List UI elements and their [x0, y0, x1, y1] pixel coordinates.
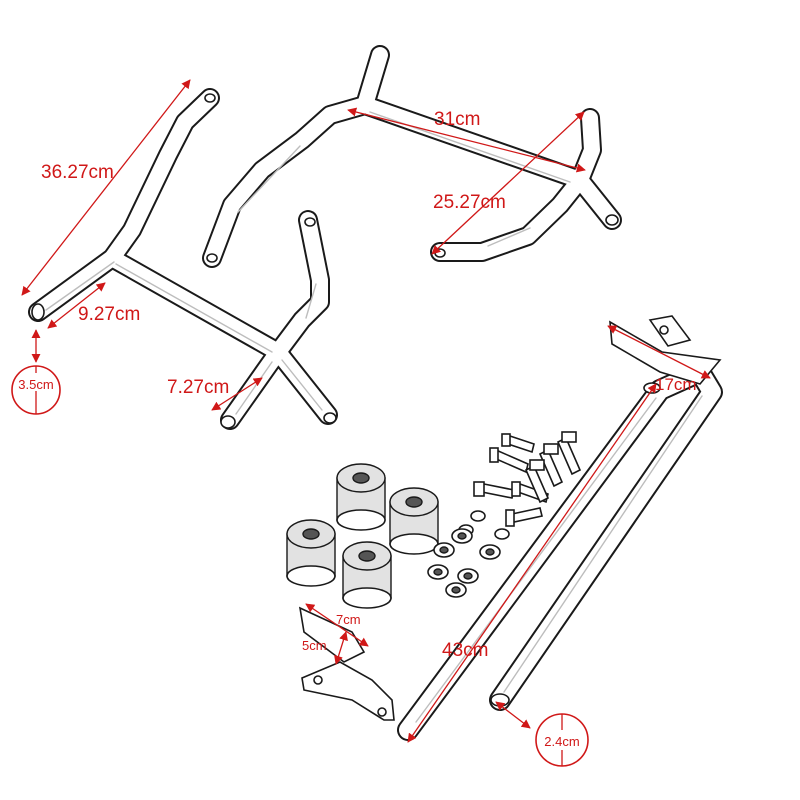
spacer — [286, 519, 336, 587]
mount-hole — [206, 253, 218, 263]
mount-hole — [304, 217, 316, 227]
tube-end — [323, 412, 337, 424]
label-31: 31cm — [434, 109, 480, 130]
dim-line-17 — [607, 325, 711, 379]
dim-line-7-27 — [211, 377, 263, 411]
label-5: 5cm — [302, 638, 327, 653]
spacer — [342, 541, 392, 609]
tube-end — [220, 415, 236, 429]
mount-hole — [204, 93, 216, 103]
spacer — [389, 487, 439, 555]
dimension-lines — [21, 79, 711, 743]
dim-line-2-4 — [495, 701, 531, 729]
lower-bracket — [301, 661, 395, 721]
dim-line-25-27 — [431, 111, 585, 255]
dim-line-7 — [305, 603, 369, 647]
spacers — [286, 463, 439, 609]
dim-line-36-27 — [21, 79, 191, 296]
label-9-27: 9.27cm — [78, 304, 140, 325]
label-36-27: 36.27cm — [41, 162, 114, 183]
label-17: 17cm — [655, 375, 697, 394]
label-3-5: 3.5cm — [18, 377, 53, 392]
dim-line-43 — [407, 383, 657, 743]
spacer — [336, 463, 386, 531]
crash-bar-right — [202, 45, 622, 268]
dim-line-9-27 — [47, 282, 106, 329]
nuts-washers — [427, 510, 510, 598]
tube-end — [490, 693, 510, 707]
dim-line-5 — [334, 631, 348, 665]
label-25-27: 25.27cm — [433, 192, 506, 213]
label-7-27: 7.27cm — [167, 377, 229, 398]
dimension-labels: 3.5cm 2.4cm 36.27cm 9.27cm 7.27cm 31cm 2… — [18, 109, 697, 750]
tube-end — [605, 214, 619, 226]
label-7: 7cm — [336, 612, 361, 627]
tube-end — [31, 303, 45, 321]
label-43: 43cm — [442, 640, 488, 661]
label-2-4: 2.4cm — [544, 734, 579, 749]
